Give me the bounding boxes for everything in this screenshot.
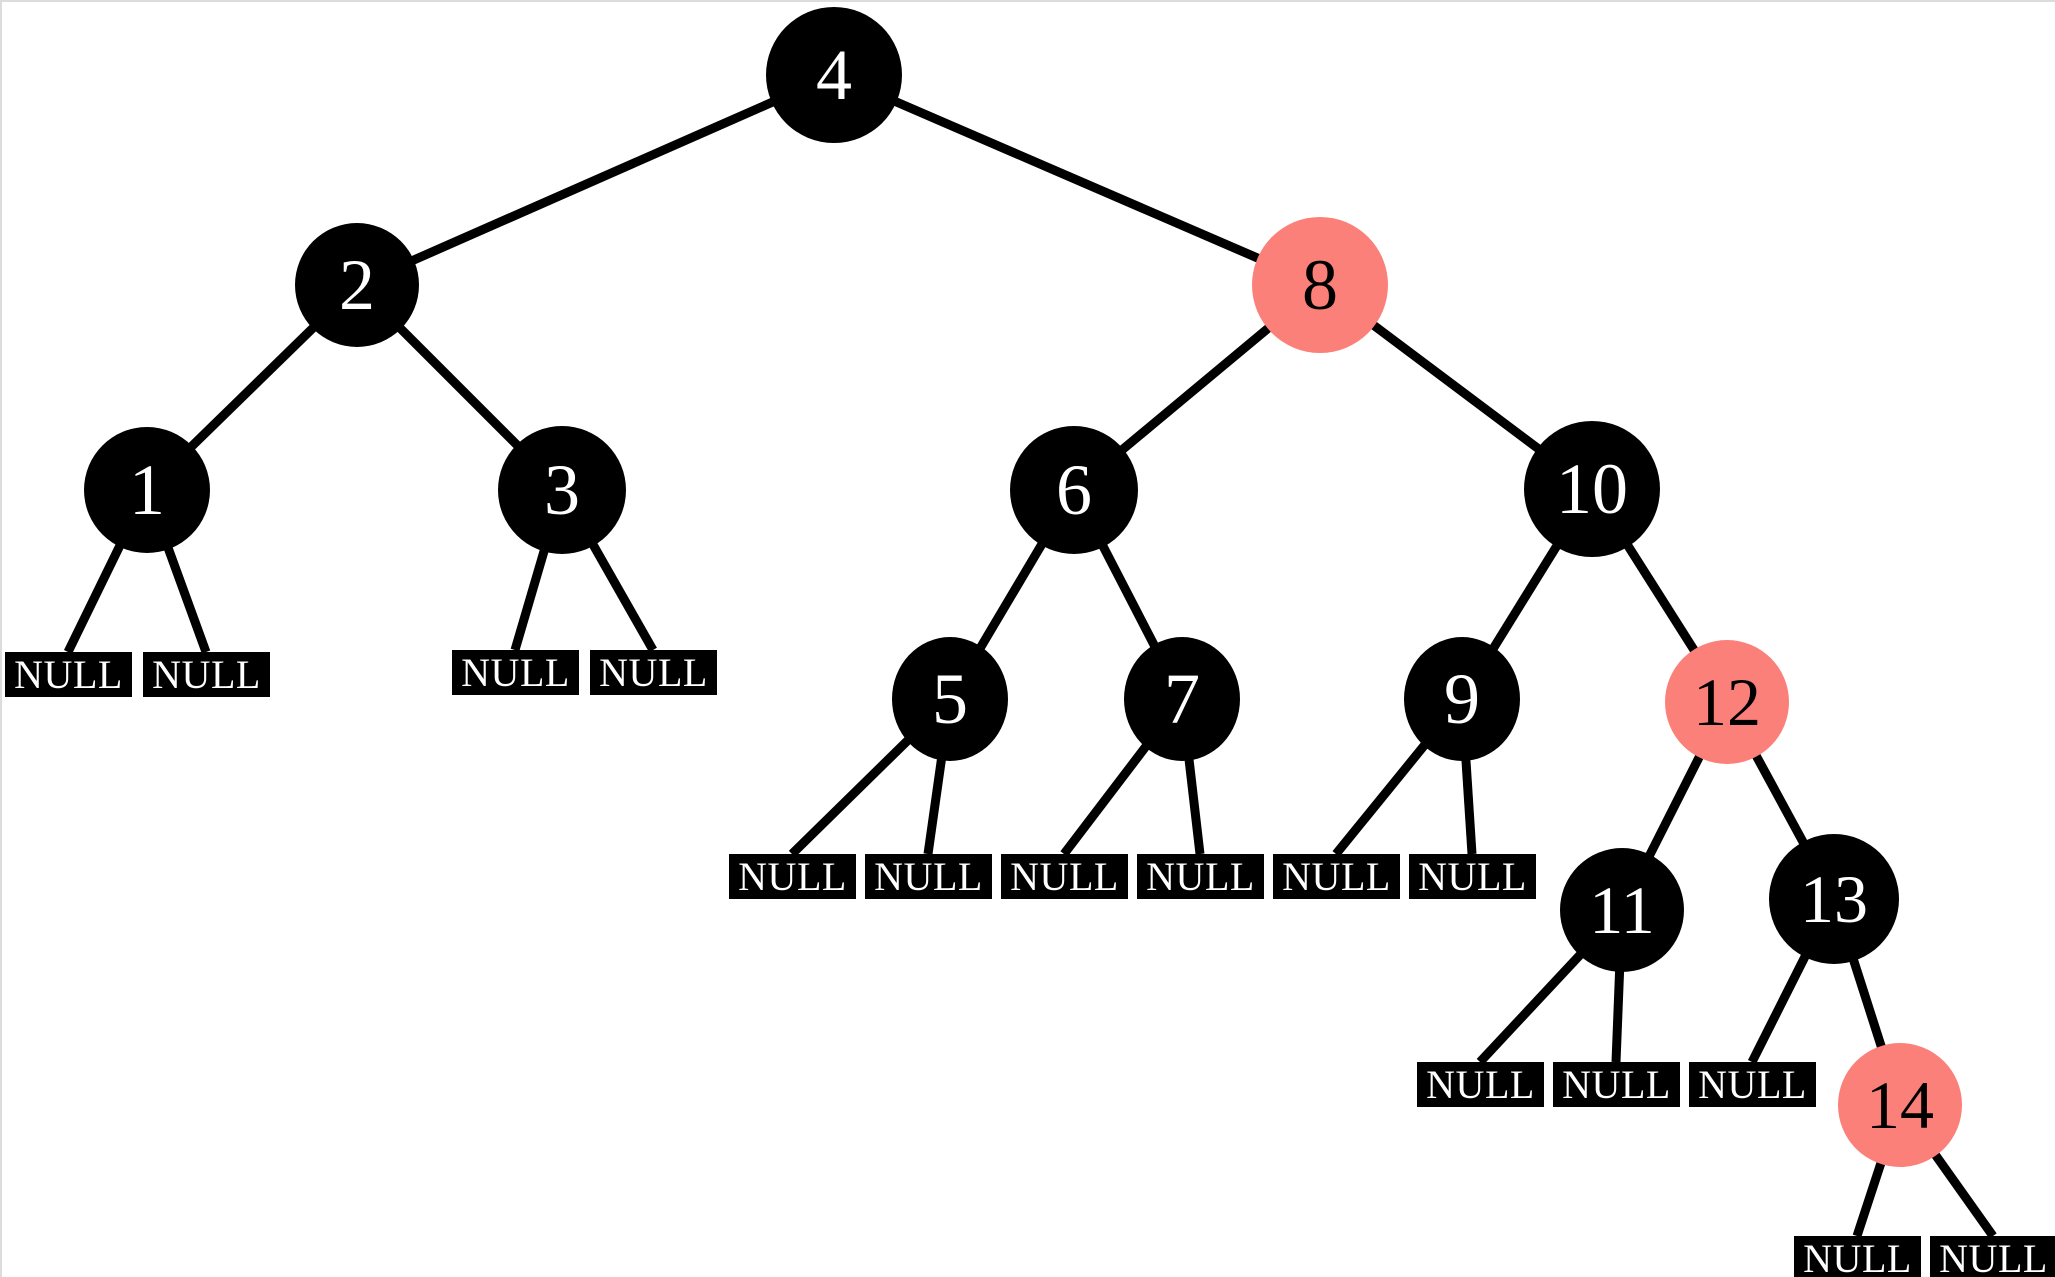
tree-node-4[interactable]: 4 bbox=[766, 7, 902, 143]
tree-node-label: 3 bbox=[544, 450, 580, 530]
tree-node-label: 8 bbox=[1302, 245, 1338, 325]
tree-nil-leaf: NULL bbox=[1273, 854, 1400, 899]
tree-node-1[interactable]: 1 bbox=[84, 427, 210, 553]
tree-nil-leaf: NULL bbox=[5, 652, 132, 697]
tree-node-8[interactable]: 8 bbox=[1252, 217, 1388, 353]
tree-node-label: 14 bbox=[1866, 1067, 1934, 1143]
tree-node-label: 7 bbox=[1164, 659, 1200, 739]
tree-nil-leaf: NULL bbox=[143, 652, 270, 697]
tree-nil-leaf: NULL bbox=[729, 854, 856, 899]
tree-nil-leaf: NULL bbox=[1001, 854, 1128, 899]
tree-node-9[interactable]: 9 bbox=[1404, 637, 1520, 761]
tree-node-3[interactable]: 3 bbox=[498, 426, 626, 554]
tree-nil-leaf: NULL bbox=[865, 854, 992, 899]
tree-nil-leaf: NULL bbox=[452, 650, 579, 695]
tree-node-label: 12 bbox=[1693, 664, 1761, 740]
tree-node-10[interactable]: 10 bbox=[1524, 421, 1660, 557]
tree-nil-leaf: NULL bbox=[1553, 1062, 1680, 1107]
tree-nil-label: NULL bbox=[1562, 1061, 1671, 1107]
tree-nil-label: NULL bbox=[1939, 1235, 2048, 1277]
tree-nil-label: NULL bbox=[1698, 1061, 1807, 1107]
tree-nil-label: NULL bbox=[738, 853, 847, 899]
tree-node-14[interactable]: 14 bbox=[1838, 1043, 1962, 1167]
tree-node-label: 2 bbox=[339, 245, 375, 325]
tree-nil-label: NULL bbox=[14, 651, 123, 697]
tree-node-2[interactable]: 2 bbox=[295, 223, 419, 347]
tree-node-label: 11 bbox=[1589, 872, 1655, 948]
tree-nil-label: NULL bbox=[874, 853, 983, 899]
tree-edge bbox=[355, 70, 836, 290]
tree-node-11[interactable]: 11 bbox=[1560, 848, 1684, 972]
tree-node-label: 4 bbox=[816, 35, 852, 115]
tree-node-label: 6 bbox=[1056, 450, 1092, 530]
tree-nil-label: NULL bbox=[1803, 1235, 1912, 1277]
tree-node-label: 1 bbox=[129, 450, 165, 530]
tree-nil-leaf: NULL bbox=[1930, 1236, 2055, 1277]
tree-node-label: 9 bbox=[1444, 659, 1480, 739]
tree-nil-leaf: NULL bbox=[590, 650, 717, 695]
tree-nil-label: NULL bbox=[1426, 1061, 1535, 1107]
tree-node-13[interactable]: 13 bbox=[1769, 834, 1899, 964]
tree-nil-label: NULL bbox=[1146, 853, 1255, 899]
tree-nil-leaf: NULL bbox=[1794, 1236, 1921, 1277]
tree-nil-label: NULL bbox=[599, 649, 708, 695]
tree-node-6[interactable]: 6 bbox=[1010, 426, 1138, 554]
tree-node-label: 10 bbox=[1556, 449, 1628, 529]
tree-nil-leaf: NULL bbox=[1137, 854, 1264, 899]
tree-node-5[interactable]: 5 bbox=[892, 637, 1008, 761]
tree-nil-label: NULL bbox=[1418, 853, 1527, 899]
tree-node-12[interactable]: 12 bbox=[1665, 640, 1789, 764]
tree-node-label: 13 bbox=[1800, 861, 1868, 937]
tree-nil-leaf: NULL bbox=[1417, 1062, 1544, 1107]
tree-node-7[interactable]: 7 bbox=[1124, 637, 1240, 761]
tree-nil-label: NULL bbox=[461, 649, 570, 695]
tree-nil-leaf: NULL bbox=[1689, 1062, 1816, 1107]
tree-nil-leaf: NULL bbox=[1409, 854, 1536, 899]
tree-nil-label: NULL bbox=[152, 651, 261, 697]
tree-edge bbox=[832, 70, 1322, 290]
tree-nil-label: NULL bbox=[1010, 853, 1119, 899]
tree-node-label: 5 bbox=[932, 659, 968, 739]
tree-nil-label: NULL bbox=[1282, 853, 1391, 899]
